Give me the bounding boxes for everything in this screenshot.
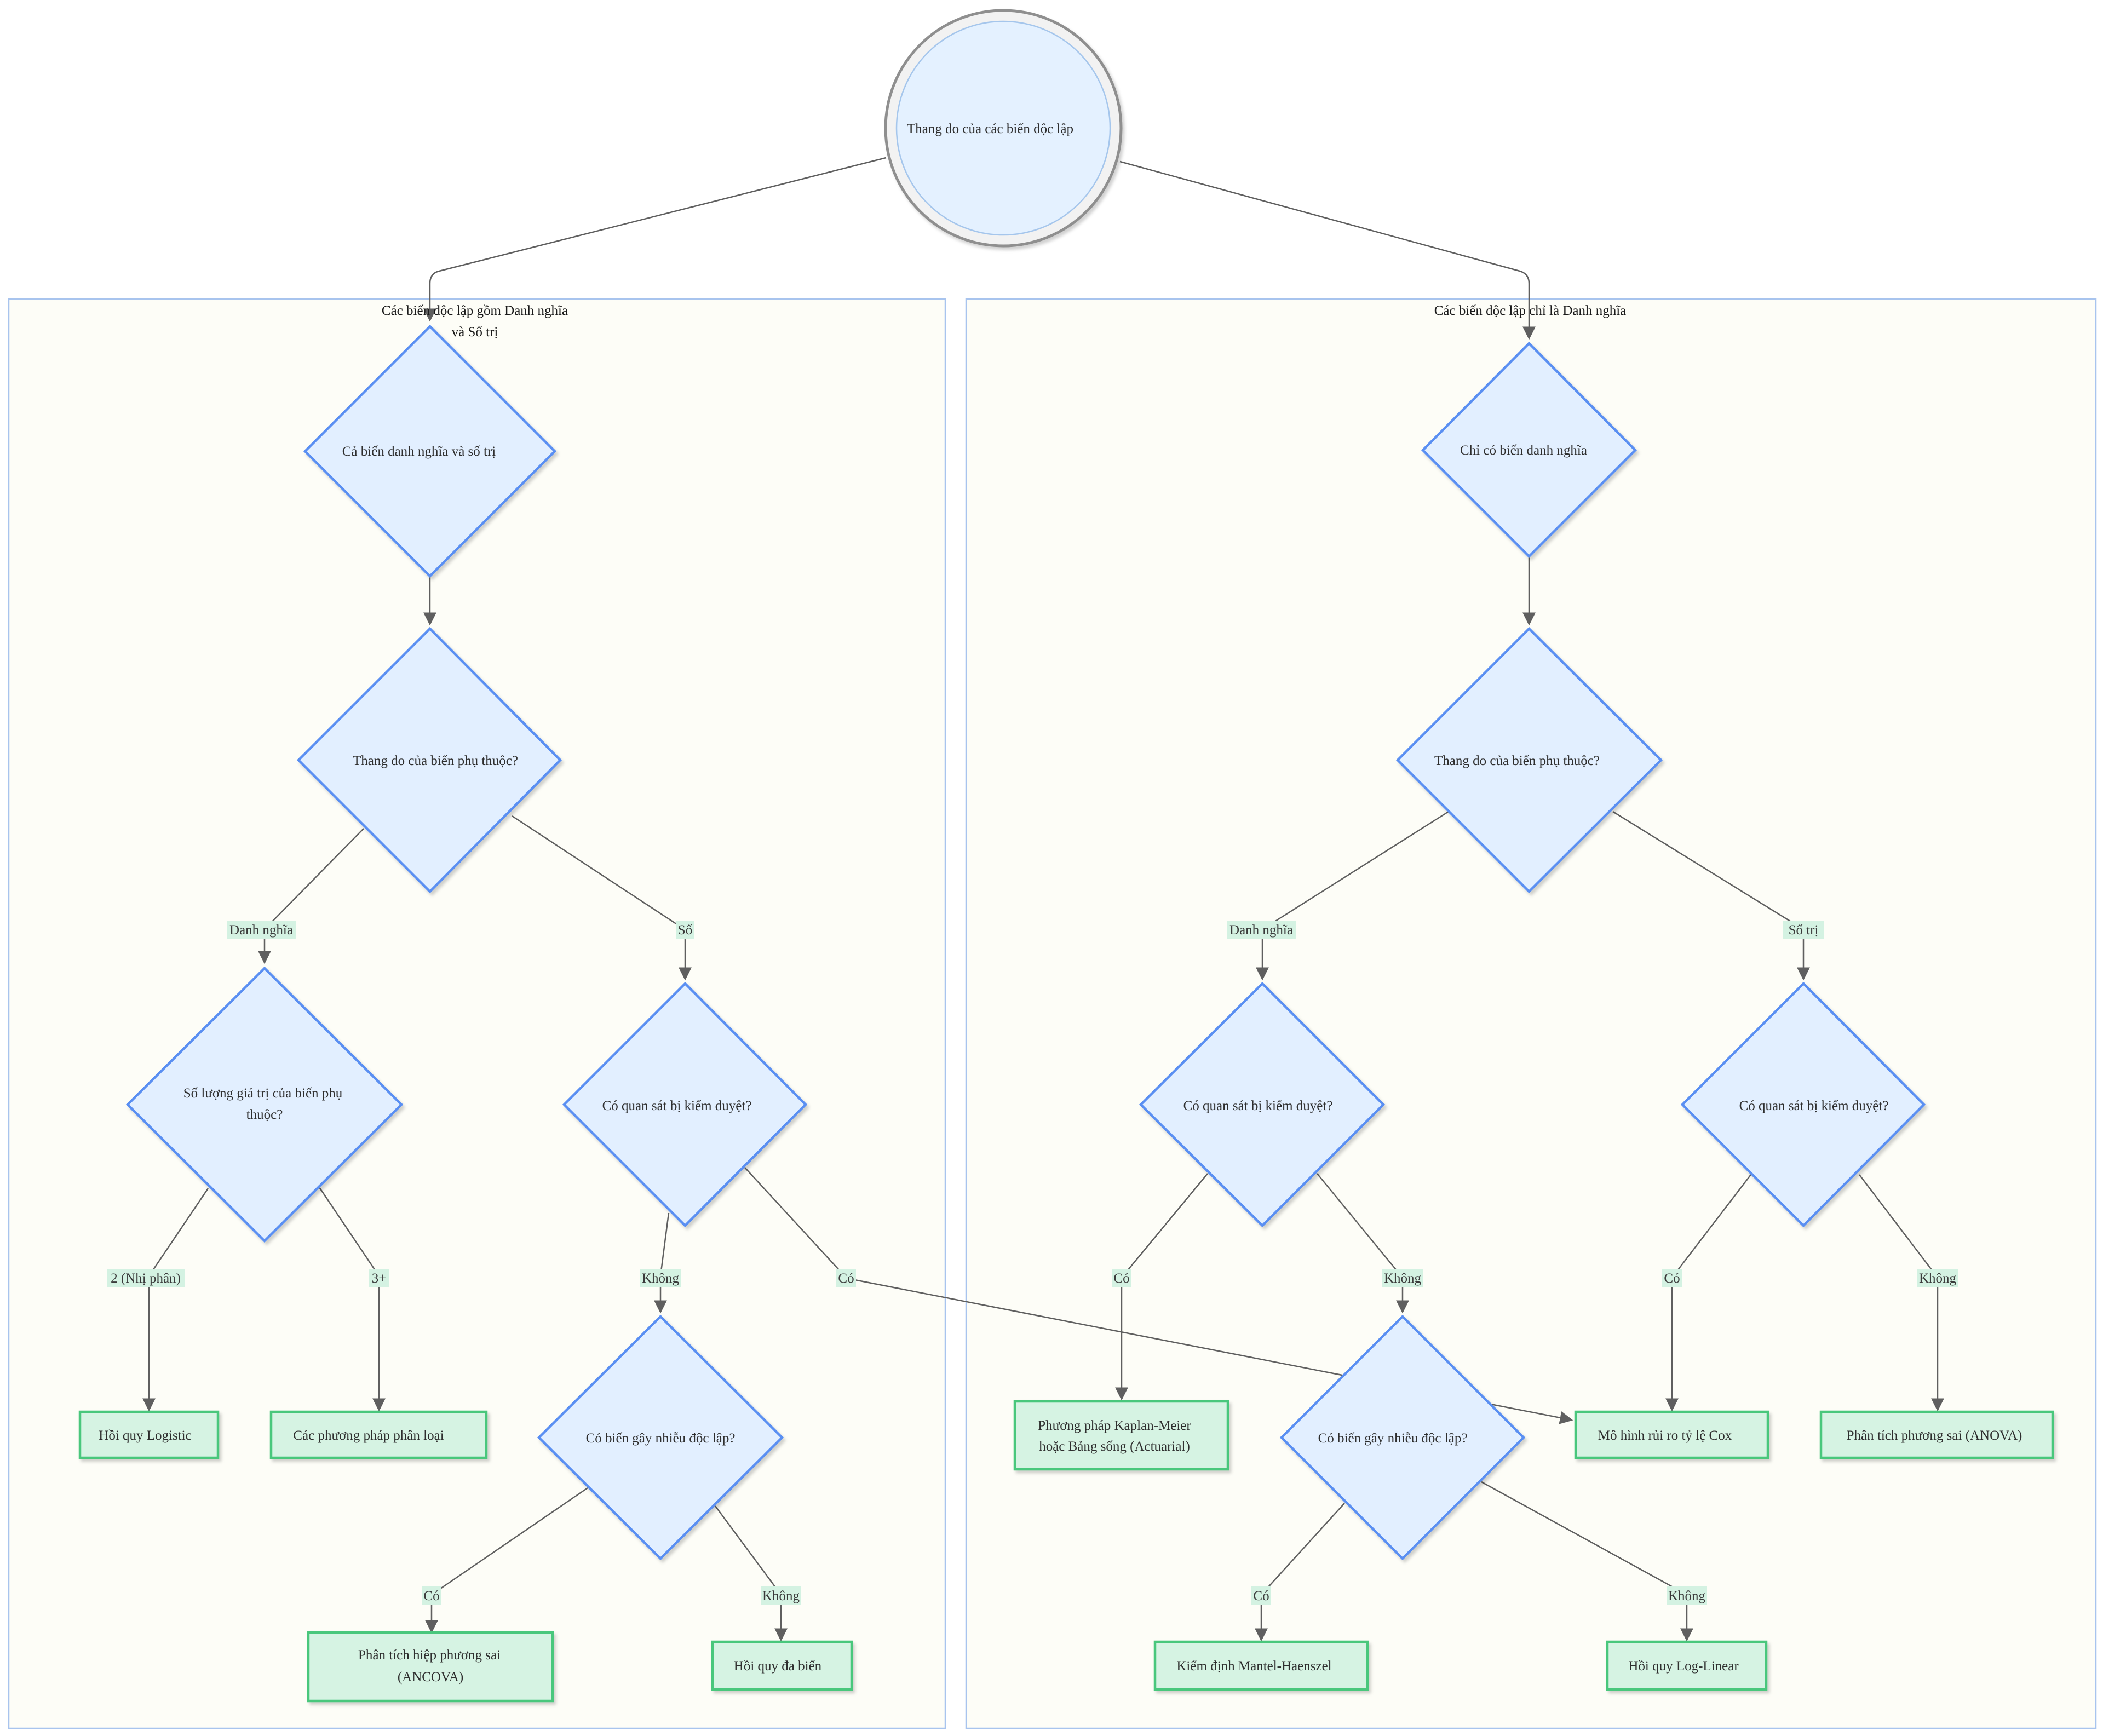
decision-right-dependent-scale: Thang đo của biến phụ thuộc? (1395, 626, 1663, 894)
result-log-linear: Hồi quy Log-Linear (1606, 1640, 1768, 1691)
decision-right-confounder-label: Có biến gây nhiễu độc lập? (1318, 1431, 1468, 1446)
result-mantel-haenszel-label: Kiểm định Mantel-Haenszel (1176, 1659, 1331, 1674)
edge-rconf-co (1261, 1503, 1345, 1595)
edge-label-binary: 2 (Nhị phân) (111, 1271, 181, 1286)
edge-lcens-khong (659, 1212, 670, 1277)
edge-ldep-danhnghia (264, 828, 364, 930)
edge-lcount-three (318, 1187, 380, 1277)
cluster-left-title-line2: và Số trị (452, 325, 498, 340)
decision-right-censored-numeric-label: Có quan sát bị kiểm duyệt? (1739, 1099, 1889, 1113)
decision-right-censored-nominal-label: Có quan sát bị kiểm duyệt? (1183, 1099, 1333, 1113)
result-kaplan-meier-line1: Phương pháp Kaplan-Meier (1038, 1418, 1191, 1433)
result-ancova-line1: Phân tích hiệp phương sai (358, 1648, 501, 1663)
root-node: Thang đo của các biến độc lập (884, 9, 1123, 248)
edge-label-right-numeric: Số trị (1789, 923, 1819, 938)
cluster-left (8, 298, 946, 1729)
decision-right-dependent-scale-label: Thang đo của biến phụ thuộc? (1434, 754, 1600, 768)
result-cox-model: Mô hình rủi ro tỷ lệ Cox (1574, 1410, 1769, 1459)
decision-right-censored-nominal: Có quan sát bị kiểm duyệt? (1139, 981, 1386, 1228)
result-mantel-haenszel: Kiểm định Mantel-Haenszel (1153, 1640, 1369, 1691)
decision-value-count: Số lượng giá trị của biến phụ thuộc? (125, 966, 404, 1243)
edge-label-right-no-3: Không (1668, 1589, 1706, 1603)
result-ancova-line2: (ANCOVA) (398, 1670, 463, 1685)
cluster-right-title: Các biến độc lập chỉ là Danh nghĩa (1434, 303, 1627, 318)
result-kaplan-meier: Phương pháp Kaplan-Meier hoặc Bảng sống … (1013, 1400, 1229, 1471)
edge-label-left-no-1: Không (642, 1271, 680, 1286)
decision-left-censored: Có quan sát bị kiểm duyệt? (562, 981, 808, 1228)
decision-right-censored-numeric: Có quan sát bị kiểm duyệt? (1680, 981, 1926, 1228)
result-log-linear-label: Hồi quy Log-Linear (1628, 1659, 1739, 1674)
edge-lconf-co (431, 1487, 588, 1596)
edge-lcens-co (744, 1167, 847, 1278)
edge-label-right-yes-2: Có (1664, 1271, 1680, 1286)
edge-label-right-nominal: Danh nghĩa (1229, 923, 1293, 938)
edge-rcenss-khong (1859, 1174, 1938, 1278)
edge-lcount-binary (148, 1188, 209, 1277)
decision-nominal-only-label: Chỉ có biến danh nghĩa (1460, 443, 1587, 458)
edge-rdep-sotri (1612, 810, 1804, 930)
edge-label-right-no-2: Không (1919, 1271, 1957, 1286)
decision-right-confounder: Có biến gây nhiễu độc lập? (1279, 1314, 1526, 1561)
edge-label-right-yes-3: Có (1253, 1589, 1269, 1603)
edge-label-left-nominal: Danh nghĩa (229, 923, 293, 938)
edge-rcensn-co (1121, 1173, 1208, 1278)
result-classification-methods: Các phương pháp phân loại (269, 1410, 488, 1459)
edge-label-right-yes-1: Có (1113, 1271, 1129, 1286)
edge-lconf-khong (714, 1505, 782, 1595)
result-logistic-regression-label: Hồi quy Logistic (99, 1428, 191, 1443)
result-ancova: Phân tích hiệp phương sai (ANCOVA) (307, 1631, 554, 1703)
decision-left-dependent-scale-label: Thang đo của biến phụ thuộc? (353, 754, 518, 768)
edge-rdep-danhnghia (1262, 810, 1449, 930)
edge-label-three-plus: 3+ (372, 1271, 387, 1286)
edge-label-left-yes-1: Có (838, 1271, 854, 1286)
edge-labels: Danh nghĩa Số 2 (Nhị phân) 3+ Không Có C… (107, 921, 1958, 1605)
decision-nominal-only: Chỉ có biến danh nghĩa (1421, 341, 1637, 559)
edge-rcensn-khong (1317, 1173, 1403, 1278)
result-multiple-regression: Hồi quy đa biến (711, 1640, 853, 1691)
decision-value-count-line1: Số lượng giá trị của biến phụ (183, 1086, 343, 1101)
result-cox-model-label: Mô hình rủi ro tỷ lệ Cox (1598, 1428, 1732, 1443)
edge-label-left-yes-2: Có (423, 1589, 439, 1603)
decision-left-censored-label: Có quan sát bị kiểm duyệt? (602, 1099, 752, 1113)
result-anova: Phân tích phương sai (ANOVA) (1819, 1410, 2054, 1459)
edge-label-left-no-2: Không (762, 1589, 800, 1603)
decision-left-dependent-scale: Thang đo của biến phụ thuộc? (296, 626, 562, 894)
decision-both-types-label: Cả biến danh nghĩa và số trị (342, 444, 496, 459)
edge-label-right-no-1: Không (1384, 1271, 1422, 1286)
edge-ldep-so (512, 815, 685, 930)
decision-left-confounder-label: Có biến gây nhiễu độc lập? (586, 1431, 736, 1446)
decision-left-confounder: Có biến gây nhiễu độc lập? (537, 1314, 784, 1561)
edge-root-left (423, 157, 887, 322)
root-label: Thang đo của các biến độc lập (907, 122, 1073, 136)
result-anova-label: Phân tích phương sai (ANOVA) (1847, 1428, 2022, 1443)
result-classification-methods-label: Các phương pháp phân loại (293, 1428, 444, 1443)
edge-root-right (1119, 160, 1536, 340)
edge-rcenss-co (1671, 1174, 1751, 1278)
cluster-left-title-line1: Các biến độc lập gồm Danh nghĩa (382, 303, 568, 318)
result-kaplan-meier-line2: hoặc Bảng sống (Actuarial) (1039, 1439, 1190, 1454)
result-multiple-regression-label: Hồi quy đa biến (734, 1659, 822, 1674)
edge-label-left-numeric: Số (678, 923, 693, 938)
decision-value-count-line2: thuộc? (246, 1107, 283, 1122)
decision-both-types: Cả biến danh nghĩa và số trị (303, 324, 557, 578)
edge-rconf-khong (1481, 1481, 1687, 1596)
result-logistic-regression: Hồi quy Logistic (78, 1410, 220, 1459)
edges (142, 157, 1944, 1642)
